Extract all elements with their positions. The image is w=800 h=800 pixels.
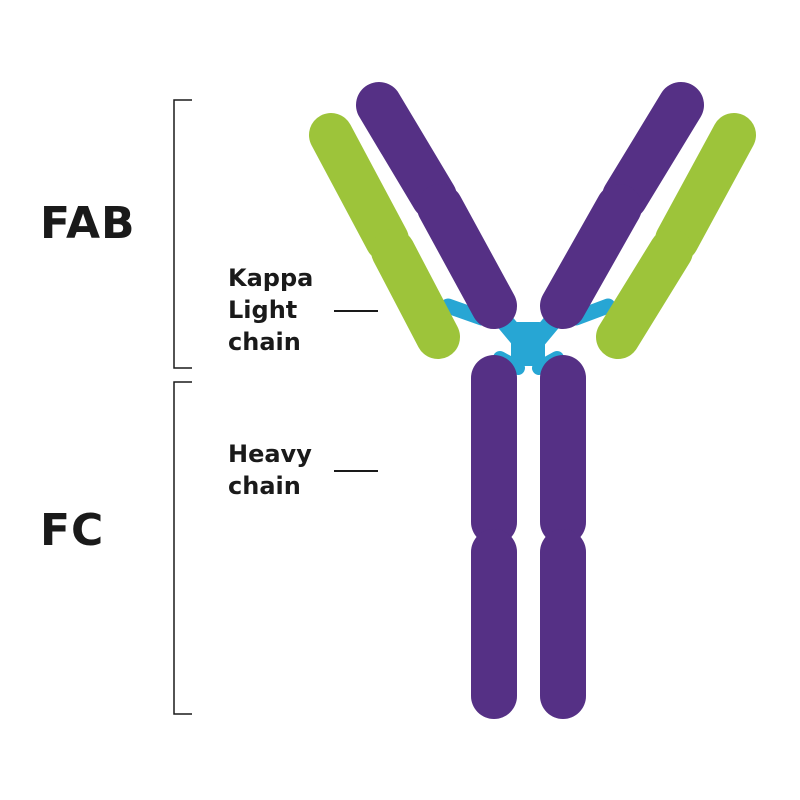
right-light-chain-constant-domain <box>596 229 693 359</box>
fab-region-label: FAB <box>40 198 136 249</box>
fab-bracket <box>173 99 192 369</box>
fc-bracket <box>173 381 192 715</box>
bond-hinge-center <box>511 322 545 366</box>
right-heavy-chain-variable-domain <box>602 82 704 220</box>
light-chain-label-line1: Kappa <box>228 264 313 292</box>
light-chains <box>309 113 756 359</box>
left-light-chain-constant-domain <box>371 229 460 359</box>
light-chain-label-line2: Light <box>228 296 297 324</box>
heavy-chain-label-line1: Heavy <box>228 440 312 468</box>
left-heavy-chain-variable-domain <box>356 82 457 220</box>
heavy-chains <box>356 82 704 719</box>
fc-region-label: FC <box>40 505 104 556</box>
left-light-chain-variable-domain <box>309 113 409 262</box>
light-chain-label-line3: chain <box>228 328 301 356</box>
heavy-chain-label-line2: chain <box>228 472 301 500</box>
right-light-chain-variable-domain <box>655 113 756 262</box>
left-heavy-chain-ch1-domain <box>417 184 517 329</box>
right-heavy-chain-ch1-domain <box>540 184 642 329</box>
